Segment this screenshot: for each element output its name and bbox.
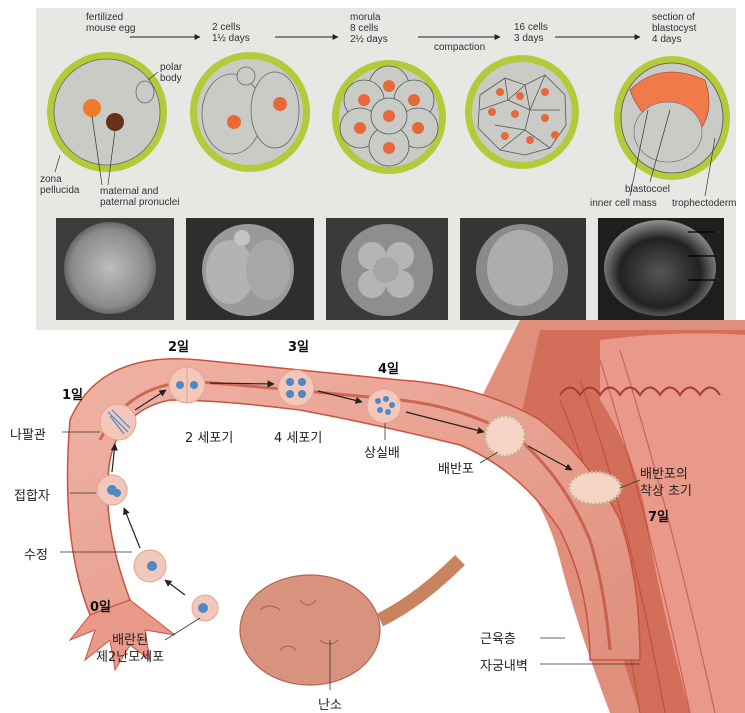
morula-label: 상실배 xyxy=(364,442,400,461)
day-3-label: 3일 xyxy=(288,336,309,355)
blastocoel-label: blastocoel xyxy=(625,184,670,195)
fertilization-label: 수정 xyxy=(24,544,48,563)
day-4-label: 4일 xyxy=(378,358,399,377)
inner-cell-mass-label: inner cell mass xyxy=(590,198,657,209)
two-cell-label: 2 세포기 xyxy=(185,427,233,446)
two-cell-illustration xyxy=(190,52,310,172)
blastocyst-label: 배반포 xyxy=(438,458,474,477)
day-1-label: 1일 xyxy=(62,384,83,403)
micrograph-row xyxy=(56,218,724,320)
compaction-label: compaction xyxy=(434,42,485,53)
zygote-label: 접합자 xyxy=(14,485,50,504)
morula-illustration xyxy=(332,60,446,174)
sixteen-cell-illustration xyxy=(465,55,579,169)
day-7-label: 7일 xyxy=(648,506,669,525)
blastocyst-section-illustration xyxy=(614,56,730,196)
day-2-label: 2일 xyxy=(168,336,189,355)
ovary-label: 난소 xyxy=(318,694,342,713)
four-cell-label: 4 세포기 xyxy=(274,427,322,446)
trophectoderm-label: trophectoderm xyxy=(672,198,736,209)
muscle-layer-label: 근육층 xyxy=(480,628,516,647)
fertilized-egg-illustration xyxy=(47,52,167,185)
uterus-oviduct-illustration xyxy=(68,320,745,713)
endometrium-label: 자궁내벽 xyxy=(480,655,528,674)
oviduct-label: 나팔관 xyxy=(10,424,46,443)
day-0-label: 0일 xyxy=(90,596,111,615)
